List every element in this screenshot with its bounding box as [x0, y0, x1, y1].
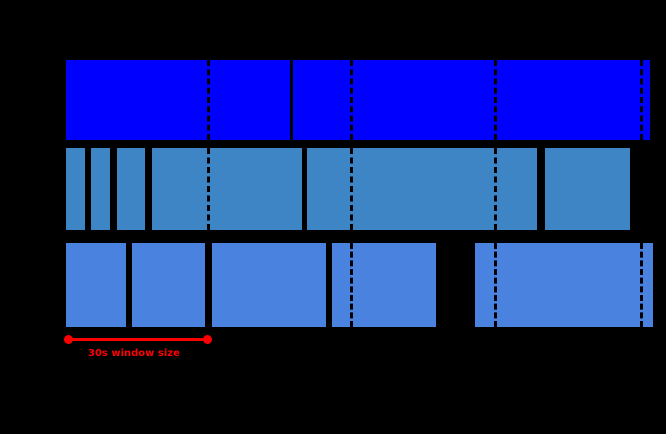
window-boundary-line — [350, 148, 353, 230]
window-boundary-line — [207, 60, 210, 140]
segment-bar[interactable] — [332, 243, 436, 327]
window-boundary-line — [494, 60, 497, 140]
window-boundary-line — [640, 60, 643, 140]
timeline-track-1 — [0, 60, 666, 140]
segment-bar[interactable] — [117, 148, 145, 230]
segment-bar[interactable] — [66, 148, 85, 230]
segment-bar[interactable] — [212, 243, 326, 327]
window-boundary-line — [350, 60, 353, 140]
window-boundary-line — [207, 148, 210, 230]
segment-bar[interactable] — [91, 148, 110, 230]
window-size-label: 30s window size — [88, 348, 180, 359]
segment-bar[interactable] — [132, 243, 205, 327]
segment-bar[interactable] — [307, 148, 537, 230]
timeline-track-2 — [0, 148, 666, 230]
segment-bar[interactable] — [545, 148, 630, 230]
measure-start-marker — [64, 335, 73, 344]
window-boundary-line — [350, 243, 353, 327]
segment-bar[interactable] — [66, 243, 126, 327]
segment-bar[interactable] — [66, 60, 290, 140]
window-boundary-line — [494, 243, 497, 327]
window-size-measure-line — [68, 338, 207, 341]
measure-end-marker — [203, 335, 212, 344]
timeline-track-3 — [0, 243, 666, 327]
window-boundary-line — [640, 243, 643, 327]
window-boundary-line — [494, 148, 497, 230]
segment-bar[interactable] — [475, 243, 653, 327]
segment-bar[interactable] — [293, 60, 650, 140]
segment-bar[interactable] — [152, 148, 302, 230]
